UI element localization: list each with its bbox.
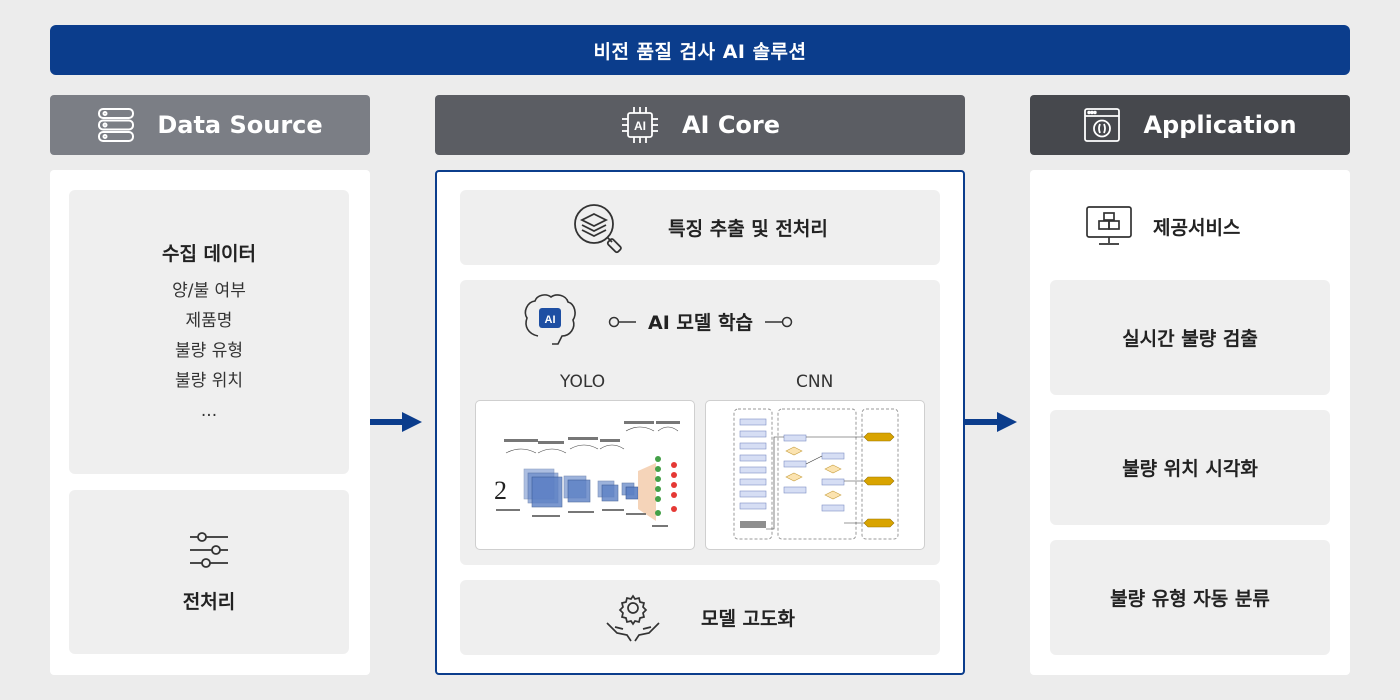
- sliders-icon: [190, 531, 228, 568]
- app-service-item: 불량 유형 자동 분류: [1050, 540, 1330, 655]
- collected-data-title: 수집 데이터: [161, 242, 256, 265]
- ai-brain-icon: AI: [524, 294, 576, 345]
- preprocess-title: 전처리: [182, 590, 236, 613]
- feature-extraction-title: 특징 추출 및 전처리: [668, 218, 828, 240]
- ai-chip-label: AI: [634, 119, 646, 133]
- app-service-label: 불량 위치 시각화: [1122, 458, 1258, 480]
- flow-arrow-icon: [370, 412, 422, 432]
- collected-data-box: 수집 데이터 양/불 여부 제품명 불량 유형 불량 위치 ...: [69, 190, 349, 474]
- browser-window-icon: [1084, 108, 1121, 142]
- service-title: 제공서비스: [1153, 216, 1241, 239]
- application-header: Application: [1030, 95, 1350, 155]
- layers-magnifier-icon: [574, 203, 623, 253]
- preprocess-box: 전처리: [69, 490, 349, 654]
- ai-core-panel: 특징 추출 및 전처리 AI AI 모델 학습 YOLO CNN 2: [435, 170, 965, 675]
- ai-core-title: AI Core: [681, 111, 781, 139]
- collected-data-item: ...: [200, 400, 218, 421]
- application-title: Application: [1143, 111, 1297, 139]
- data-source-panel: 수집 데이터 양/불 여부 제품명 불량 유형 불량 위치 ... 전처리: [50, 170, 370, 675]
- connector-left-icon: [608, 316, 636, 327]
- collected-data-item: 불량 유형: [175, 340, 243, 361]
- collected-data-item: 제품명: [185, 310, 233, 331]
- feature-extraction-box: 특징 추출 및 전처리: [460, 190, 940, 265]
- app-service-label: 실시간 불량 검출: [1122, 328, 1258, 350]
- yolo-architecture-image: 2: [475, 400, 695, 550]
- data-source-header: Data Source: [50, 95, 370, 155]
- model-training-box: AI AI 모델 학습 YOLO CNN 2: [460, 280, 940, 565]
- ai-core-header: AI AI Core: [435, 95, 965, 155]
- model-advancement-box: 모델 고도화: [460, 580, 940, 655]
- connector-right-icon: [764, 316, 793, 327]
- monitor-cube-icon: [1086, 206, 1132, 245]
- model-name-cnn: CNN: [796, 372, 834, 392]
- flow-arrow-icon: [965, 412, 1017, 432]
- service-heading: 제공서비스: [1085, 205, 1240, 247]
- model-training-heading: AI 모델 학습: [608, 308, 793, 335]
- data-source-title: Data Source: [157, 111, 323, 139]
- svg-text:2: 2: [494, 476, 507, 505]
- model-advancement-title: 모델 고도화: [700, 608, 795, 630]
- ai-chip-icon: AI: [621, 107, 658, 143]
- app-service-label: 불량 유형 자동 분류: [1110, 588, 1270, 610]
- model-name-yolo: YOLO: [560, 372, 606, 392]
- solution-title-bar: 비전 품질 검사 AI 솔루션: [50, 25, 1350, 75]
- cnn-architecture-image: [705, 400, 925, 550]
- model-training-title: AI 모델 학습: [648, 312, 753, 334]
- collected-data-item: 양/불 여부: [172, 280, 246, 301]
- gear-hands-icon: [606, 593, 660, 641]
- app-service-item: 불량 위치 시각화: [1050, 410, 1330, 525]
- collected-data-item: 불량 위치: [175, 370, 243, 391]
- application-panel: 제공서비스 실시간 불량 검출 불량 위치 시각화 불량 유형 자동 분류: [1030, 170, 1350, 675]
- ai-brain-label: AI: [545, 314, 556, 326]
- solution-title: 비전 품질 검사 AI 솔루션: [593, 40, 807, 63]
- server-icon: [98, 108, 135, 142]
- app-service-item: 실시간 불량 검출: [1050, 280, 1330, 395]
